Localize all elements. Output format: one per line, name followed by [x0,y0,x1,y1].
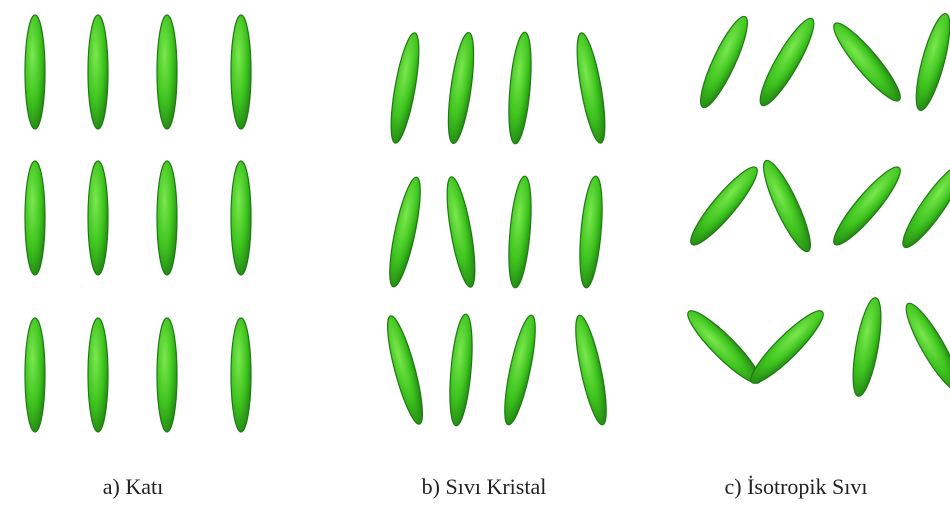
molecule-b-r2-c2 [441,175,480,289]
molecule-c-r3-c3 [847,296,886,398]
molecule-c-r1-c4 [909,11,950,113]
molecule-b-r3-c3 [499,313,542,427]
molecule-a-r3-c3 [157,318,177,432]
panel-isotropic-liquid [681,11,950,398]
molecule-a-r2-c3 [157,161,177,275]
molecule-c-r1-c3 [826,17,907,108]
molecule-a-r1-c4 [231,15,251,129]
molecule-c-r2-c3 [826,161,907,252]
molecule-c-r3-c4 [898,298,950,396]
molecule-a-r3-c4 [231,318,251,432]
molecule-c-r3-c2 [744,304,830,390]
molecule-b-r1-c4 [571,31,610,145]
caption-liquid-crystal: b) Sıvı Kristal [422,474,547,500]
molecule-b-r2-c1 [384,175,427,289]
molecule-b-r2-c4 [576,175,606,288]
molecule-a-r1-c1 [25,15,45,129]
molecule-a-r2-c2 [88,161,108,275]
molecule-b-r1-c2 [443,31,478,145]
caption-solid: a) Katı [103,474,163,500]
molecule-a-r2-c1 [25,161,45,275]
molecule-a-r1-c3 [157,15,177,129]
molecule-b-r3-c4 [570,313,613,427]
caption-isotropic-liquid: c) İsotropik Sıvı [725,474,868,500]
molecule-a-r1-c2 [88,15,108,129]
molecule-a-r2-c4 [231,161,251,275]
molecule-c-r1-c1 [693,12,755,112]
molecule-c-r1-c2 [752,13,821,111]
molecule-b-r1-c1 [385,31,424,145]
molecule-b-r2-c3 [505,175,535,288]
panel-liquid-crystal [381,31,613,427]
molecule-b-r1-c3 [505,31,535,144]
molecule-a-r3-c1 [25,318,45,432]
molecule-b-r3-c1 [381,313,429,426]
molecule-c-r2-c2 [756,156,818,256]
molecule-c-r2-c4 [895,159,950,254]
panel-solid [25,15,251,432]
molecule-c-r2-c1 [683,161,764,252]
molecule-a-r3-c2 [88,318,108,432]
molecule-b-r3-c2 [446,313,476,426]
